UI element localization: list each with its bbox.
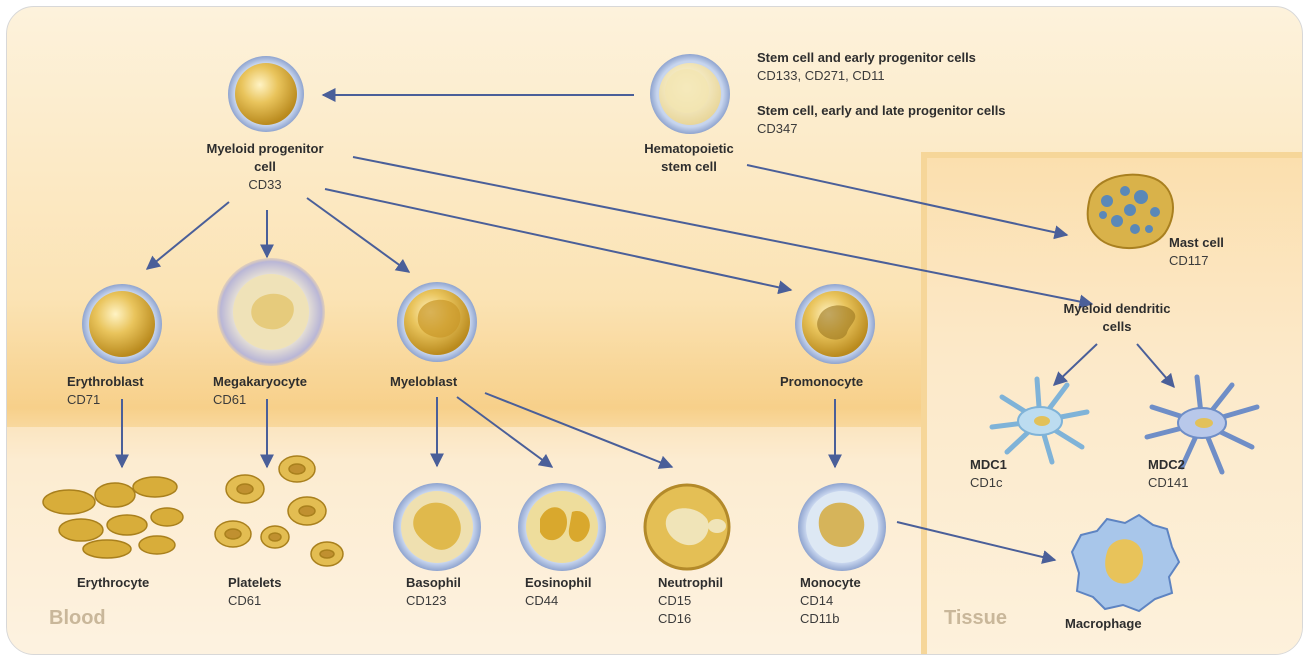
label-myeloid-progenitor: Myeloid progenitor cell CD33 (205, 140, 325, 194)
monocyte-marker-1: CD14 (800, 593, 834, 608)
myeloblast-name: Myeloblast (390, 374, 458, 389)
diagram-frame: Stem cell and early progenitor cells CD1… (6, 6, 1303, 655)
arrow-hsc-to-mast (746, 164, 1069, 240)
label-neutrophil: Neutrophil CD15 CD16 (658, 574, 723, 628)
promonocyte-icon (795, 284, 875, 364)
erythrocyte-name: Erythrocyte (77, 575, 150, 590)
neutrophil-name: Neutrophil (658, 575, 723, 590)
hematopoiesis-diagram (42, 54, 1260, 613)
mast-cell-icon (1086, 173, 1174, 250)
mdc1-marker: CD1c (970, 475, 1003, 490)
label-erythroblast: Erythroblast CD71 (67, 373, 144, 409)
label-macrophage: Macrophage (1065, 615, 1142, 633)
label-monocyte: Monocyte CD14 CD11b (800, 574, 861, 628)
mdc1-name: MDC1 (970, 457, 1007, 472)
arrow-myeloid-to-myeloblast (306, 197, 411, 273)
arrow-myeloid-to-dendritic (352, 156, 1094, 309)
label-platelets: Platelets CD61 (228, 574, 281, 610)
erythroblast-name: Erythroblast (67, 374, 144, 389)
label-hsc: Hematopoietic stem cell (634, 140, 744, 176)
info-early-markers: CD133, CD271, CD11 (757, 68, 885, 83)
arrow-myeloblast-to-eosinophil (456, 396, 554, 468)
label-megakaryocyte: Megakaryocyte CD61 (213, 373, 307, 409)
arrow-myeloid-to-erythroblast (145, 201, 230, 270)
label-mdc2: MDC2 CD141 (1148, 456, 1188, 492)
erythroblast-marker: CD71 (67, 392, 101, 407)
monocyte-name: Monocyte (800, 575, 861, 590)
lineage-arrows (115, 88, 1175, 564)
promonocyte-name: Promonocyte (780, 374, 864, 389)
megakaryocyte-marker: CD61 (213, 392, 247, 407)
mast-cell-name: Mast cell (1169, 235, 1224, 250)
myeloid-progenitor-cell-icon (228, 56, 304, 132)
info-early-title: Stem cell and early progenitor cells (757, 50, 976, 65)
arrow-myeloid-to-promonocyte (324, 188, 793, 295)
mdc2-icon (1144, 374, 1260, 475)
label-myeloblast: Myeloblast (390, 373, 457, 391)
platelets-icon (214, 455, 344, 567)
platelets-marker: CD61 (228, 593, 262, 608)
label-eosinophil: Eosinophil CD44 (525, 574, 591, 610)
macrophage-name: Macrophage (1065, 616, 1142, 631)
label-mdc1: MDC1 CD1c (970, 456, 1007, 492)
arrow-monocyte-to-macrophage (896, 521, 1057, 564)
arrow-dendritic-to-mdc2 (1136, 343, 1175, 389)
erythroblast-icon (82, 284, 162, 364)
basophil-icon (393, 483, 481, 571)
mast-cell-marker: CD117 (1169, 253, 1209, 268)
myeloid-progenitor-marker: CD33 (248, 177, 282, 192)
megakaryocyte-name: Megakaryocyte (213, 374, 307, 389)
region-label-tissue: Tissue (944, 607, 1007, 629)
neutrophil-icon (643, 483, 731, 571)
region-label-blood: Blood (49, 607, 106, 629)
basophil-marker: CD123 (406, 593, 447, 608)
arrow-dendritic-to-mdc1 (1052, 343, 1098, 386)
eosinophil-name: Eosinophil (525, 575, 592, 590)
neutrophil-marker-1: CD15 (658, 593, 692, 608)
hematopoietic-stem-cell-icon (650, 54, 730, 134)
label-promonocyte: Promonocyte (780, 373, 863, 391)
hsc-name: Hematopoietic stem cell (644, 141, 734, 174)
label-myeloid-dendritic: Myeloid dendritic cells (1062, 300, 1172, 336)
mdc2-marker: CD141 (1148, 475, 1189, 490)
eosinophil-icon (518, 483, 606, 571)
info-late-title: Stem cell, early and late progenitor cel… (757, 103, 1006, 118)
info-block-late: Stem cell, early and late progenitor cel… (757, 102, 1006, 138)
erythrocyte-icon (42, 476, 184, 559)
basophil-name: Basophil (406, 575, 461, 590)
info-block-early: Stem cell and early progenitor cells CD1… (757, 49, 976, 85)
megakaryocyte-icon (217, 258, 325, 366)
mdc1-icon (989, 376, 1090, 465)
label-basophil: Basophil CD123 (406, 574, 461, 610)
macrophage-icon (1070, 513, 1181, 613)
arrow-myeloblast-to-neutrophil (484, 392, 674, 469)
info-late-markers: CD347 (757, 121, 798, 136)
myeloblast-icon (397, 282, 477, 362)
eosinophil-marker: CD44 (525, 593, 559, 608)
monocyte-marker-2: CD11b (800, 611, 840, 626)
myeloid-dendritic-name: Myeloid dendritic cells (1063, 301, 1171, 334)
monocyte-icon (798, 483, 886, 571)
neutrophil-marker-2: CD16 (658, 611, 692, 626)
mdc2-name: MDC2 (1148, 457, 1185, 472)
myeloid-progenitor-name: Myeloid progenitor cell (206, 141, 324, 174)
label-mast-cell: Mast cell CD117 (1169, 234, 1224, 270)
label-erythrocyte: Erythrocyte (77, 574, 149, 592)
platelets-name: Platelets (228, 575, 282, 590)
